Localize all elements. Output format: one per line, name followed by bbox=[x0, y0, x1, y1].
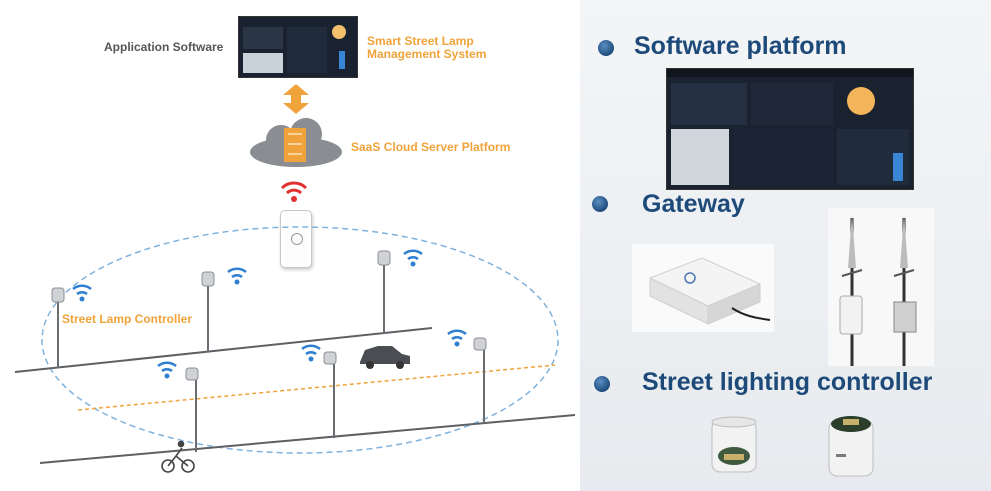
software-dashboard-screenshot bbox=[666, 68, 914, 190]
application-software-label: Application Software bbox=[104, 40, 224, 54]
bullet-icon bbox=[594, 376, 610, 392]
gateway-pole-photo bbox=[828, 208, 934, 366]
wifi-blue-icon bbox=[72, 284, 92, 302]
controller-photo-2 bbox=[826, 410, 876, 480]
wifi-blue-icon bbox=[157, 361, 177, 379]
management-screen-thumbnail bbox=[238, 16, 358, 78]
bullet-icon bbox=[598, 40, 614, 56]
product-panel: Software platform Gateway bbox=[580, 0, 991, 491]
wifi-blue-icon bbox=[227, 267, 247, 285]
street-lamp-controller-label: Street Lamp Controller bbox=[62, 312, 193, 326]
gateway-heading: Gateway bbox=[642, 190, 745, 218]
wifi-blue-icon bbox=[403, 249, 423, 267]
street-scene bbox=[14, 226, 576, 473]
network-diagram: Application Software Smart Street Lamp M… bbox=[14, 16, 576, 473]
bullet-icon bbox=[592, 196, 608, 212]
controller-photo-1 bbox=[708, 412, 760, 478]
wifi-red-icon bbox=[280, 181, 308, 202]
wifi-blue-icon bbox=[447, 329, 467, 347]
gateway-device bbox=[280, 210, 312, 268]
gateway-photo bbox=[632, 244, 774, 332]
smart-system-line-1: Smart Street Lamp bbox=[367, 34, 474, 48]
software-platform-heading: Software platform bbox=[634, 32, 847, 60]
double-arrow-icon bbox=[283, 84, 309, 114]
smart-system-label: Smart Street Lamp Management System bbox=[367, 35, 486, 61]
smart-system-line-2: Management System bbox=[367, 47, 487, 61]
wifi-blue-icon bbox=[301, 344, 321, 362]
saas-platform-label: SaaS Cloud Server Platform bbox=[351, 140, 511, 154]
street-lighting-controller-heading: Street lighting controller bbox=[642, 368, 933, 396]
cloud-icon bbox=[250, 118, 342, 167]
